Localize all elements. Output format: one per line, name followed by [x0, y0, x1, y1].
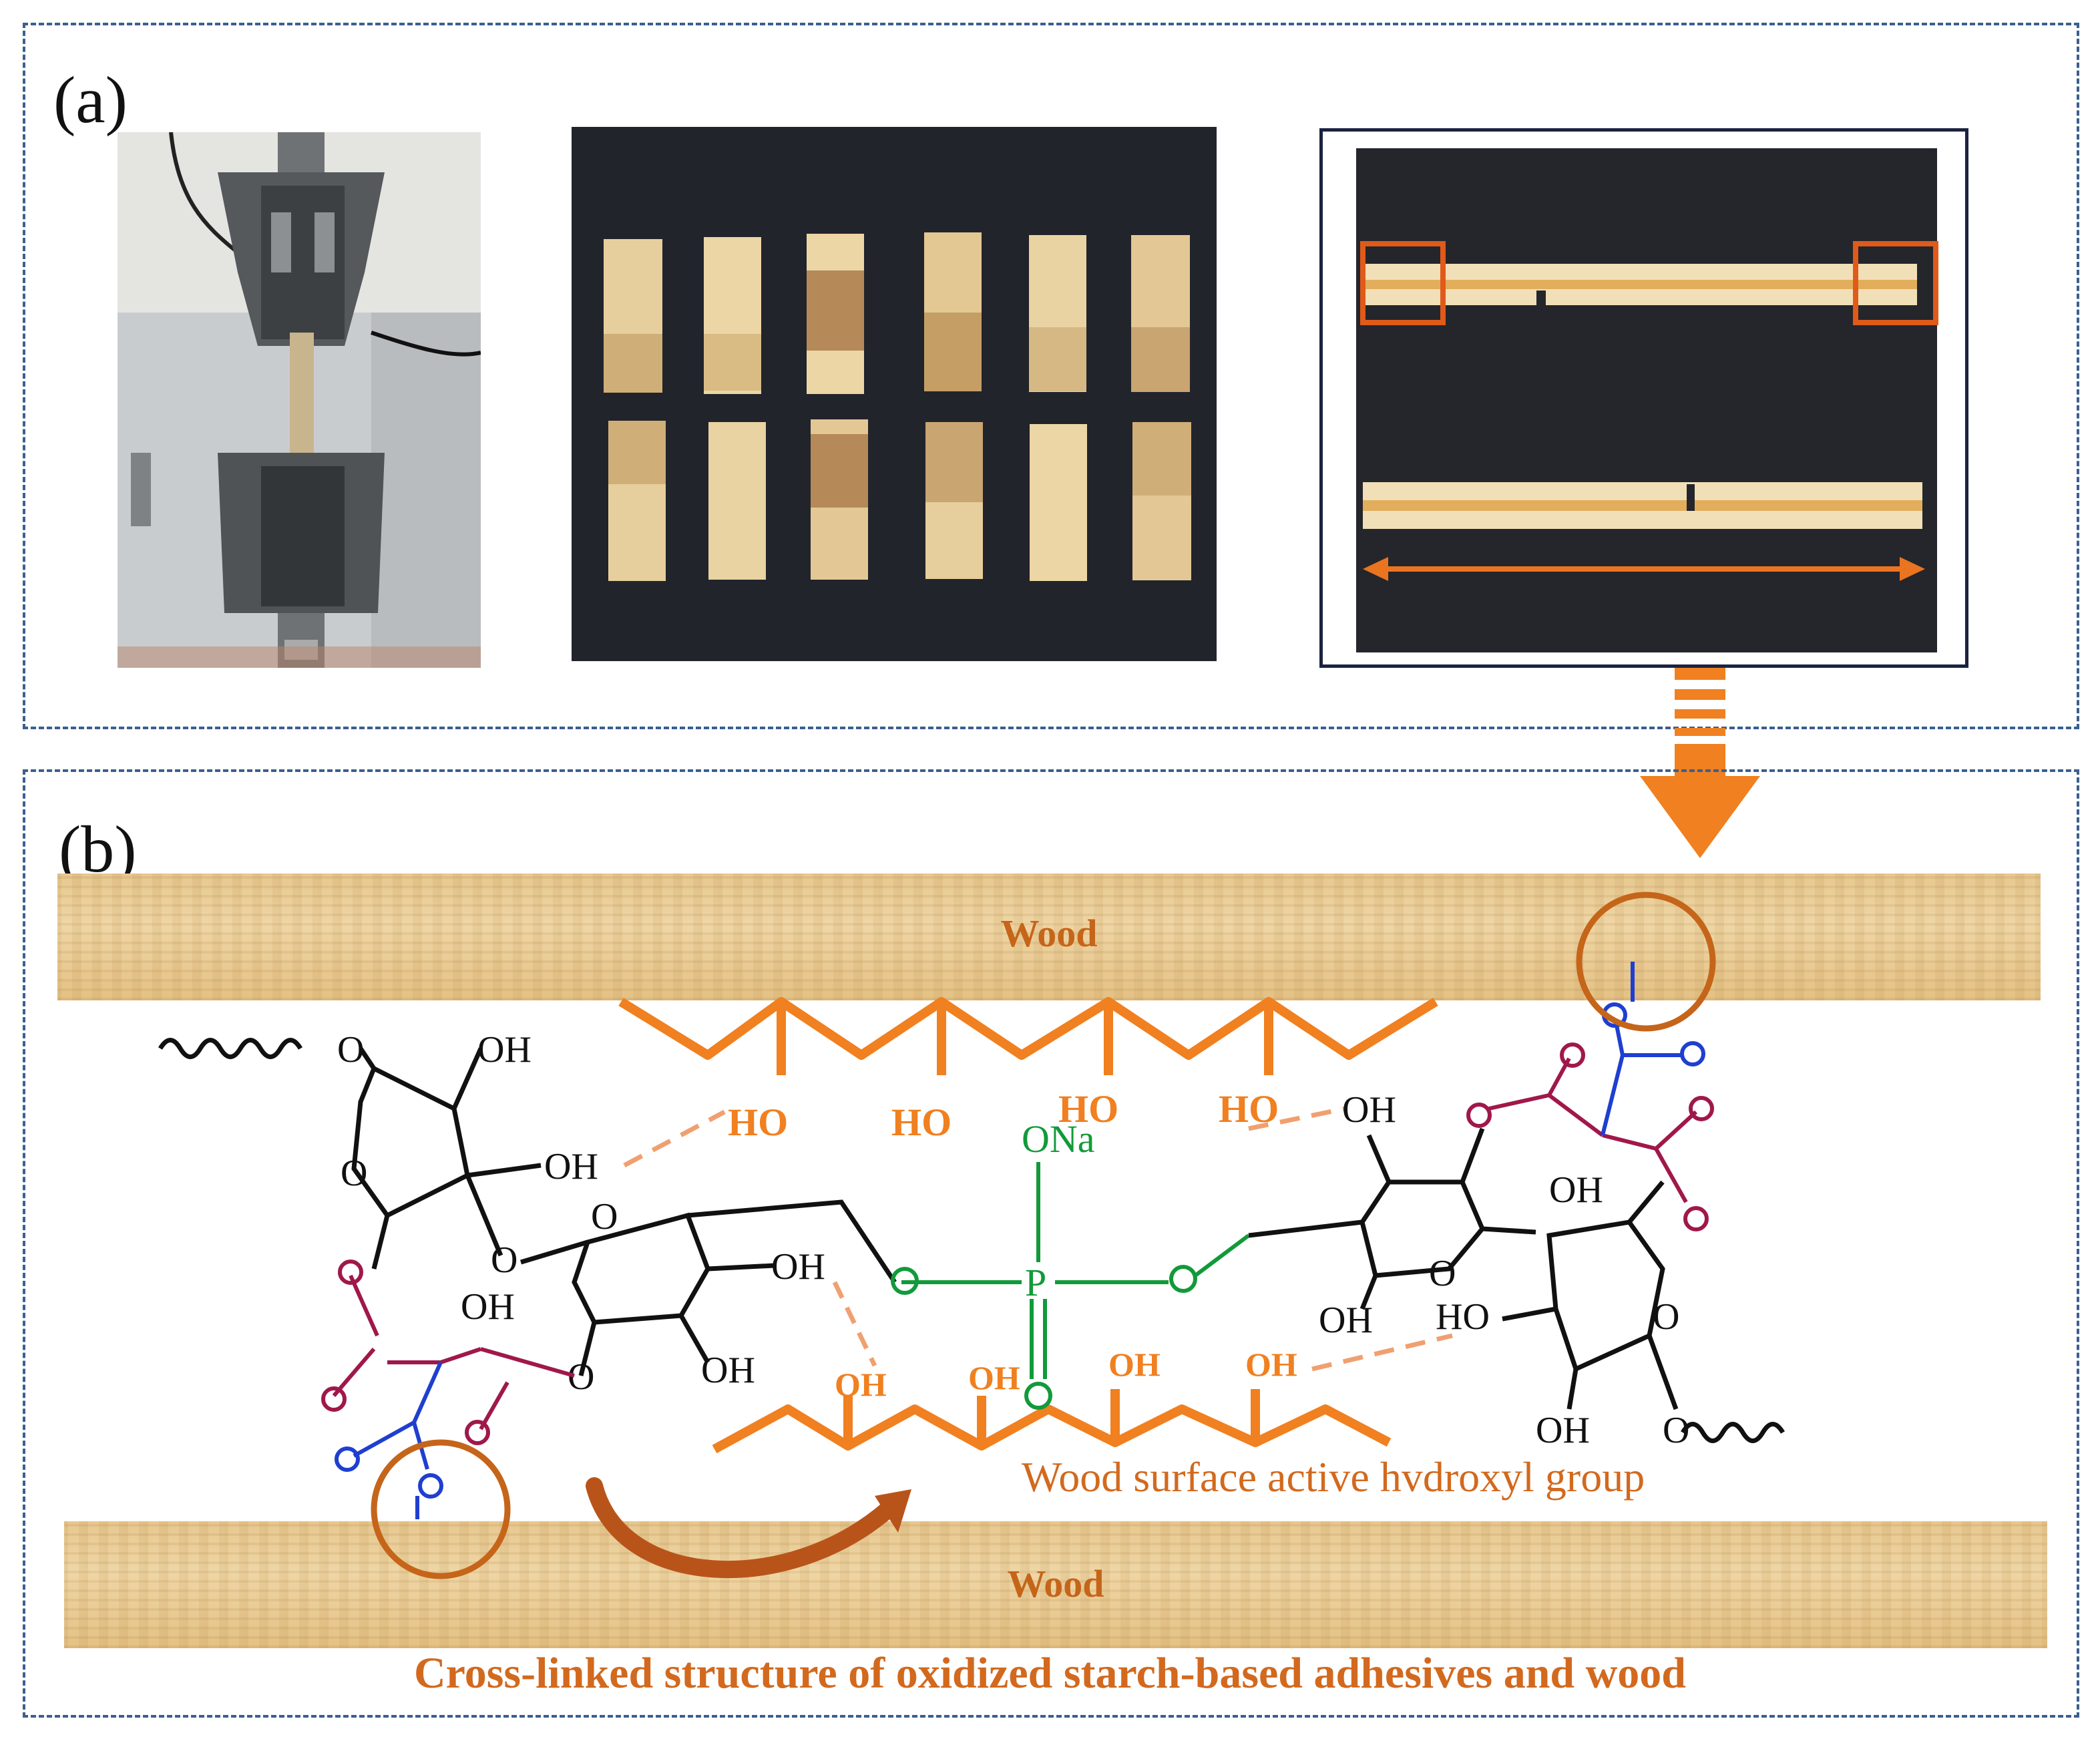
wood-ho-1: HO: [728, 1101, 788, 1144]
wood-oh-2: OH: [968, 1359, 1020, 1396]
wood-ho-4: HO: [1219, 1087, 1279, 1131]
ring3-oh-top: OH: [1342, 1089, 1396, 1131]
wood-oh-4: OH: [1245, 1346, 1297, 1383]
ring2-oh-right: OH: [771, 1246, 825, 1288]
right-crosslinker-oh: OH: [1549, 1169, 1603, 1211]
phosphorus-label: P: [1025, 1261, 1046, 1304]
ring1-oh-top: OH: [477, 1029, 532, 1071]
ring2-oh-top: OH: [461, 1286, 515, 1328]
ring4-o-chain: O: [1663, 1410, 1689, 1451]
ring3-o: O: [1429, 1253, 1456, 1294]
wood-oh-3: OH: [1108, 1346, 1161, 1383]
surface-hydroxyl-label: Wood surface active hvdroxyl group: [1022, 1453, 1645, 1502]
ona-label: ONa: [1022, 1117, 1095, 1161]
ring1-oh-right: OH: [544, 1146, 598, 1187]
ring3-oh-bottom: OH: [1319, 1300, 1373, 1341]
ring4-o: O: [1653, 1296, 1679, 1338]
ring1-o-chain: O: [337, 1029, 364, 1071]
ring2-o: O: [591, 1196, 618, 1237]
ring4-oh-bottom: OH: [1536, 1410, 1590, 1451]
wood-ho-2: HO: [891, 1101, 952, 1144]
ring2-oh-bottom: OH: [701, 1350, 755, 1391]
ring2-o-bottom: O: [568, 1356, 594, 1398]
ring1-o: O: [341, 1153, 367, 1194]
ring4-ho: HO: [1436, 1296, 1490, 1338]
ring1-o-bottom: O: [491, 1239, 517, 1281]
wood-oh-1: OH: [835, 1366, 887, 1403]
figure-caption: Cross-linked structure of oxidized starc…: [0, 1648, 2100, 1699]
